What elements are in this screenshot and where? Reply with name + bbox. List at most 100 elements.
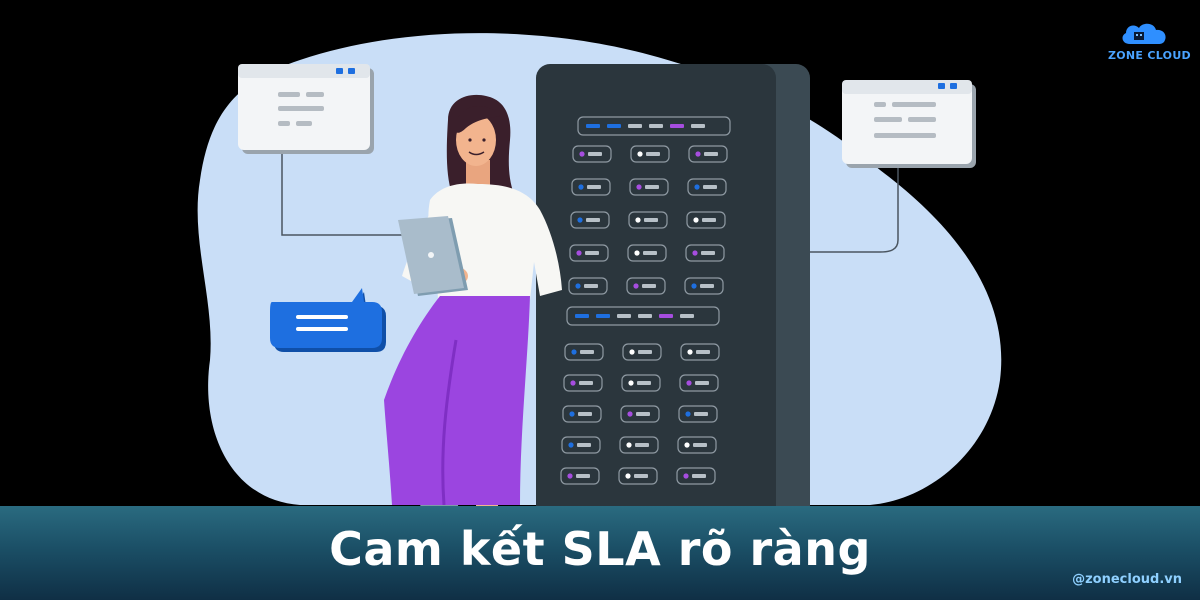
rack-slot-bar	[636, 412, 650, 416]
rack-slot-bar	[703, 185, 717, 189]
rack-slot-frame	[562, 405, 602, 423]
rack-slot-bar	[638, 350, 652, 354]
rack-slot-led	[684, 442, 690, 448]
rack-slot-led	[570, 380, 576, 386]
rack-slot-frame	[561, 436, 601, 454]
caption-band	[0, 506, 1200, 600]
rack-slot-frame	[620, 405, 660, 423]
rack-slot-bar	[692, 474, 706, 478]
rack-slot	[561, 436, 601, 454]
rack-slot	[685, 244, 725, 262]
rack-slot-frame	[680, 343, 720, 361]
rack-slot	[630, 145, 670, 163]
rack-slot-bar	[644, 218, 658, 222]
rack-slot-led	[568, 442, 574, 448]
rack-slot-led	[628, 380, 634, 386]
rack-slot-led	[691, 283, 697, 289]
rack-slot	[563, 374, 603, 392]
rack-slot-led	[692, 250, 698, 256]
rack-slot-bar	[702, 218, 716, 222]
rack-slot-frame	[568, 277, 608, 295]
rack-slot-led	[693, 217, 699, 223]
rack-slot-frame	[630, 145, 670, 163]
rack-slot	[684, 277, 724, 295]
rack-slot-frame	[626, 277, 666, 295]
rack-slot-bar	[704, 152, 718, 156]
rack-slot	[629, 178, 669, 196]
rack-slot-led	[575, 283, 581, 289]
rack-slot-led	[635, 217, 641, 223]
rack-status-bar-top	[577, 116, 731, 136]
rack-slot	[562, 405, 602, 423]
rack-slot-frame	[627, 244, 667, 262]
rack-slot-bar	[700, 284, 714, 288]
rack-slot	[678, 405, 718, 423]
rack-slot-led	[578, 184, 584, 190]
rack-slot	[688, 145, 728, 163]
rack-slot-frame	[622, 343, 662, 361]
rack-slot	[572, 145, 612, 163]
rack-slot-bar	[701, 251, 715, 255]
rack-slot-bar	[578, 412, 592, 416]
logo-text: ZONE CLOUD	[1108, 49, 1191, 62]
rack-slot	[620, 405, 660, 423]
rack-slot-led	[625, 473, 631, 479]
rack-slot-group	[560, 116, 731, 485]
rack-slot-frame	[678, 405, 718, 423]
rack-slot-led	[626, 442, 632, 448]
rack-slot	[619, 436, 659, 454]
rack-slot-frame	[677, 436, 717, 454]
rack-slot	[686, 211, 726, 229]
rack-slot-led	[571, 349, 577, 355]
rack-bar-led	[670, 124, 684, 128]
rack-status-bar-middle	[566, 306, 720, 326]
rack-slot	[621, 374, 661, 392]
rack-slot-frame	[571, 178, 611, 196]
social-handle: @zonecloud.vn	[1072, 572, 1182, 587]
rack-slot	[679, 374, 719, 392]
rack-slot-bar	[643, 251, 657, 255]
rack-slot	[571, 178, 611, 196]
rack-slot-frame	[621, 374, 661, 392]
rack-slot-bar	[588, 152, 602, 156]
rack-slot-bar	[576, 474, 590, 478]
rack-bar-led	[586, 124, 600, 128]
rack-bar-led	[691, 124, 705, 128]
rack-slot-led	[627, 411, 633, 417]
rack-slot-bar	[586, 218, 600, 222]
tablet-icon	[398, 216, 468, 296]
rack-slot-frame	[564, 343, 604, 361]
rack-slot-led	[695, 151, 701, 157]
brand-logo: ZONE CLOUD	[1108, 18, 1191, 66]
rack-slot-bar	[634, 474, 648, 478]
rack-slot-frame	[569, 244, 609, 262]
rack-slot	[570, 211, 610, 229]
rack-slot-led	[636, 184, 642, 190]
rack-slot-frame	[560, 467, 600, 485]
window-card-right	[842, 80, 976, 168]
rack-status-bar-middle-frame	[566, 306, 720, 326]
rack-slot	[626, 277, 666, 295]
rack-bar-led	[607, 124, 621, 128]
caption-title: Cam kết SLA rõ ràng	[329, 522, 871, 576]
rack-bar-led	[617, 314, 631, 318]
rack-slot-bar	[635, 443, 649, 447]
rack-bar-led	[638, 314, 652, 318]
rack-slot-led	[694, 184, 700, 190]
rack-slot-frame	[679, 374, 719, 392]
rack-slot	[569, 244, 609, 262]
rack-slot-frame	[563, 374, 603, 392]
rack-slot-bar	[579, 381, 593, 385]
rack-slot-frame	[619, 436, 659, 454]
rack-slot	[618, 467, 658, 485]
rack-slot-led	[685, 411, 691, 417]
rack-slot-bar	[696, 350, 710, 354]
rack-slot	[622, 343, 662, 361]
rack-slot-led	[687, 349, 693, 355]
rack-slot-led	[686, 380, 692, 386]
connector-line-right	[760, 165, 899, 253]
rack-slot-bar	[694, 412, 708, 416]
rack-slot	[677, 436, 717, 454]
rack-slot-led	[567, 473, 573, 479]
chat-bubble-icon	[270, 288, 386, 352]
